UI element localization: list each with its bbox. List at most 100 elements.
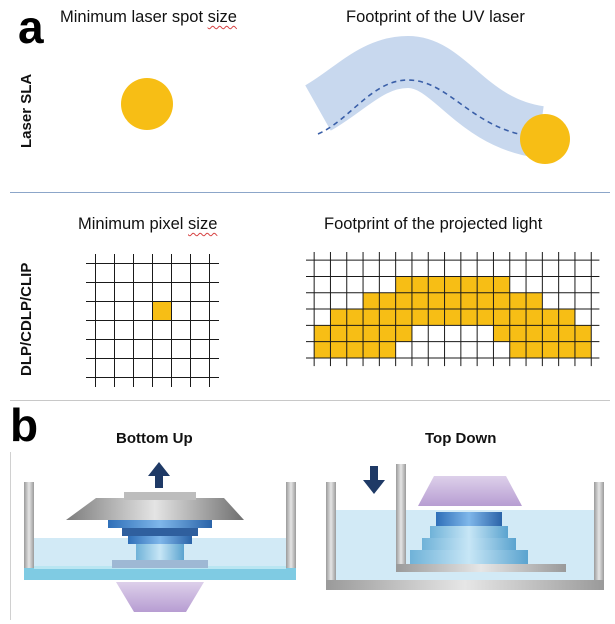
top-down-part-layer-1 (410, 550, 528, 564)
large-grid-filled-pixel (395, 309, 412, 326)
top-down-vat-right-wall (594, 482, 604, 590)
large-grid-filled-pixel (411, 276, 429, 293)
large-grid-filled-pixel (542, 341, 559, 358)
large-grid-filled-pixel (395, 292, 412, 310)
large-grid-filled-pixel (493, 325, 510, 342)
bottom-up-part-layer-3 (128, 536, 192, 544)
large-grid-filled-pixel (542, 325, 559, 342)
panel-b-left-rule (10, 452, 11, 620)
large-grid-filled-pixel (411, 309, 429, 326)
dlp-side-label: DLP/CDLP/CLIP (18, 262, 35, 376)
large-grid-filled-pixel (346, 325, 364, 342)
bottom-up-part-layer-2 (122, 528, 198, 536)
bottom-up-vat-right-wall (286, 482, 296, 580)
dlp-left-caption-marked: size (188, 215, 218, 233)
bottom-up-window (24, 568, 296, 580)
large-grid-filled-pixel (509, 292, 527, 310)
large-grid-filled-pixel (574, 325, 592, 342)
bottom-up-build-plate (66, 498, 244, 520)
large-grid-filled-pixel (444, 276, 461, 293)
large-grid-filled-pixel (460, 309, 478, 326)
projected-light-grid (306, 252, 600, 367)
uv-laser-footprint (304, 35, 570, 164)
small-grid-filled-pixel (152, 301, 172, 321)
panel-a-divider (10, 192, 610, 193)
top-down-part-layer-3 (430, 526, 508, 538)
top-down-elevator-arm (396, 464, 406, 570)
dlp-left-caption: Minimum pixel size (78, 215, 217, 234)
panel-a-letter: a (18, 1, 44, 53)
top-down-vat-left-wall (326, 482, 336, 590)
panel-b-divider (10, 400, 610, 401)
laser-right-caption: Footprint of the UV laser (346, 8, 525, 26)
top-down-label: Top Down (425, 430, 497, 447)
large-grid-filled-pixel (558, 341, 575, 358)
large-grid-filled-pixel (509, 309, 527, 326)
large-grid-filled-pixel (379, 309, 396, 326)
large-grid-filled-pixel (428, 309, 445, 326)
large-grid-filled-pixel (346, 341, 364, 358)
large-grid-filled-pixel (363, 292, 380, 310)
large-grid-filled-pixel (428, 276, 445, 293)
large-grid-filled-pixel (330, 325, 347, 342)
large-grid-filled-pixel (558, 325, 575, 342)
laser-left-caption-marked: size (207, 8, 237, 26)
large-grid-filled-pixel (330, 341, 347, 358)
top-down-part-layer-4 (436, 512, 502, 526)
large-grid-filled-pixel (509, 325, 527, 342)
large-grid-filled-pixel (477, 276, 494, 293)
panel-b-letter: b (10, 399, 39, 451)
large-grid-filled-pixel (444, 309, 461, 326)
large-grid-filled-pixel (526, 292, 543, 310)
top-down-part-layer-2 (422, 538, 516, 550)
dlp-right-caption: Footprint of the projected light (324, 215, 543, 233)
large-grid-filled-pixel (395, 325, 412, 342)
large-grid-filled-pixel (542, 309, 559, 326)
large-grid-filled-pixel (346, 309, 364, 326)
bottom-up-label: Bottom Up (116, 430, 193, 447)
large-grid-filled-pixel (411, 292, 429, 310)
large-grid-filled-pixel (558, 309, 575, 326)
large-grid-filled-pixel (363, 309, 380, 326)
top-down-vat-floor (326, 580, 604, 590)
large-grid-filled-pixel (574, 341, 592, 358)
large-grid-filled-pixel (493, 309, 510, 326)
large-grid-filled-pixel (509, 341, 527, 358)
large-grid-filled-pixel (444, 292, 461, 310)
large-grid-filled-pixel (477, 309, 494, 326)
large-grid-filled-pixel (379, 325, 396, 342)
bottom-up-diagram (24, 462, 296, 612)
bottom-up-part-layer-5 (112, 560, 208, 568)
bottom-up-part-layer-4 (136, 544, 184, 562)
bottom-up-vat-left-wall (24, 482, 34, 580)
top-down-build-platform (396, 564, 566, 572)
laser-path-band (304, 35, 545, 158)
bottom-up-light-projector (116, 582, 204, 612)
large-grid-filled-pixel (330, 309, 347, 326)
laser-spot (121, 78, 173, 130)
large-grid-filled-pixel (493, 276, 510, 293)
large-grid-filled-pixel (314, 341, 331, 358)
laser-left-caption: Minimum laser spot size (60, 8, 237, 27)
large-grid-filled-pixel (379, 341, 396, 358)
laser-spot-circle (121, 78, 173, 130)
large-grid-filled-pixel (526, 341, 543, 358)
laser-footprint-spot (520, 114, 570, 164)
large-grid-filled-pixel (314, 325, 331, 342)
large-grid-filled-pixel (363, 341, 380, 358)
top-down-diagram (326, 464, 604, 590)
top-down-arrow (363, 466, 385, 494)
bottom-up-arrow (148, 462, 170, 488)
large-grid-filled-pixel (493, 292, 510, 310)
large-grid-filled-pixel (428, 292, 445, 310)
large-grid-filled-pixel (395, 276, 412, 293)
bottom-up-part-layer-1 (108, 520, 212, 528)
large-grid-filled-pixel (379, 292, 396, 310)
large-grid-filled-pixel (526, 309, 543, 326)
minimum-pixel-grid (86, 254, 219, 387)
large-grid-filled-pixel (526, 325, 543, 342)
top-down-light-projector (418, 476, 522, 506)
laser-left-caption-prefix: Minimum laser spot (60, 8, 208, 26)
dlp-left-caption-prefix: Minimum pixel (78, 215, 189, 233)
large-grid-filled-pixel (477, 292, 494, 310)
